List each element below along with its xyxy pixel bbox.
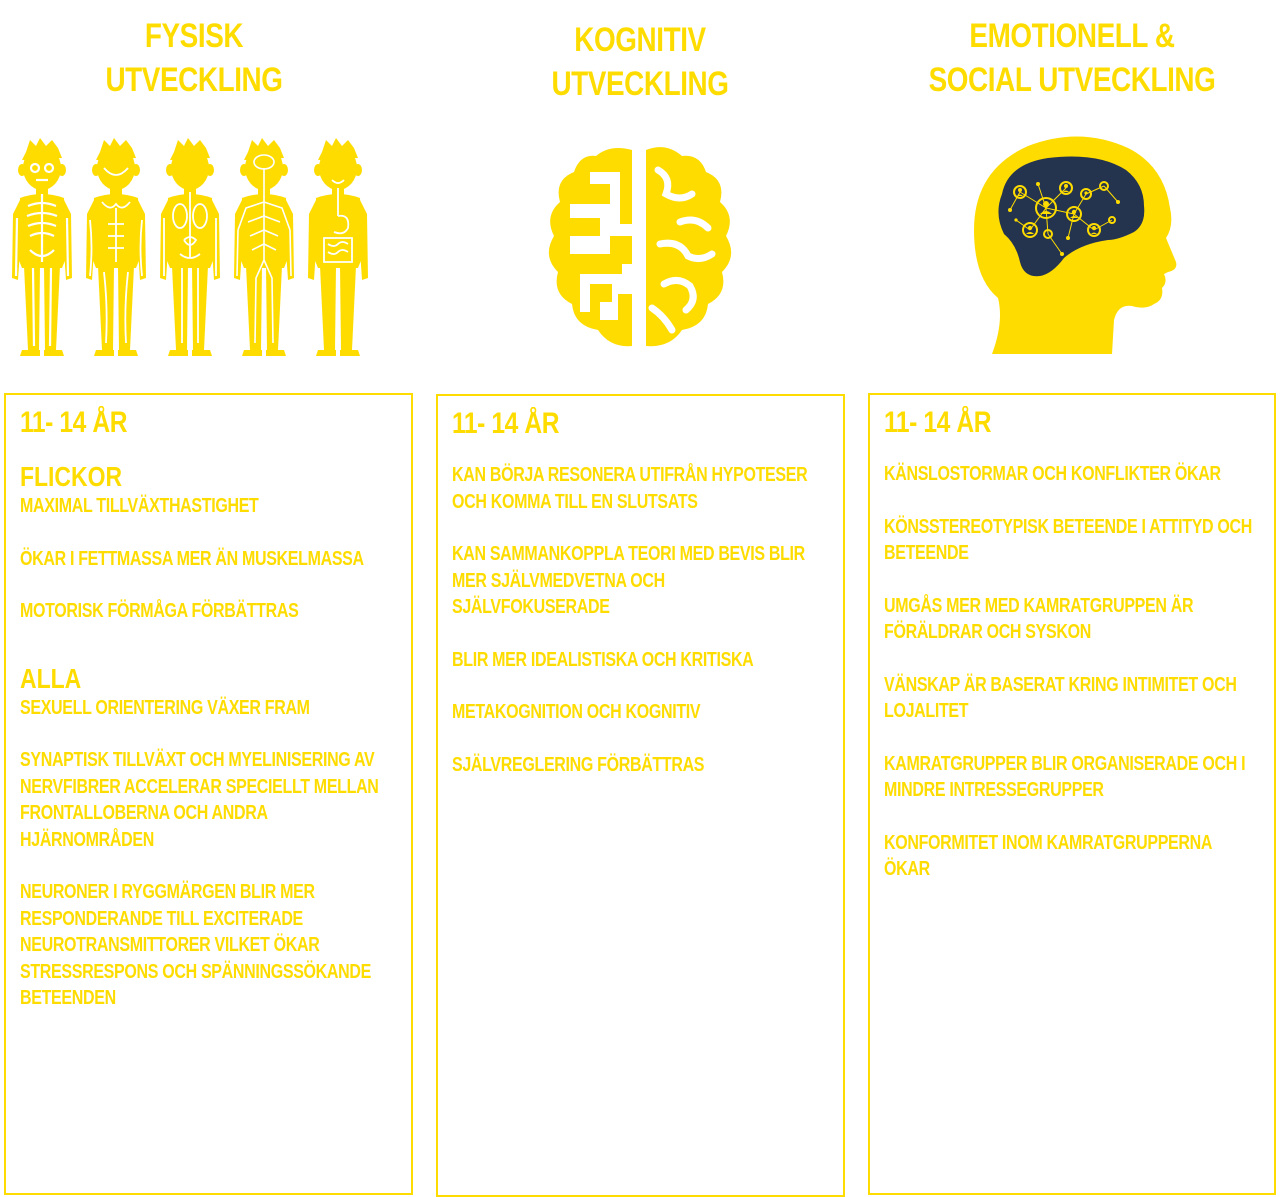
maze-brain-icon (548, 147, 732, 347)
list-item: KAN BÖRJA RESONERA UTIFRÅN HYPOTESER OCH… (452, 464, 808, 513)
title-line: UTVECKLING (105, 61, 283, 99)
panel-emotionell-social-utveckling: 11- 14 ÅR KÄNSLOSTORMAR OCH KONFLIKTER Ö… (868, 393, 1276, 1195)
group-flickor: FLICKOR MAXIMAL TILLVÄXTHASTIGHET ÖKAR I… (20, 461, 397, 625)
list-item: UMGÅS MER MED KAMRATGRUPPEN ÄR FÖRÄLDRAR… (884, 594, 1194, 644)
title-line: UTVECKLING (551, 65, 729, 103)
list-item: KONFORMITET INOM KAMRATGRUPPERNA ÖKAR (884, 831, 1212, 881)
list-item: BLIR MER IDEALISTISKA OCH KRITISKA (452, 648, 754, 671)
list-item: KAMRATGRUPPER BLIR ORGANISERADE OCH I MI… (884, 752, 1246, 802)
list-item: KAN SAMMANKOPPLA TEORI MED BEVIS BLIR ME… (452, 543, 805, 618)
title-line: FYSISK (144, 17, 244, 55)
panel-kognitiv-utveckling: 11- 14 ÅR KAN BÖRJA RESONERA UTIFRÅN HYP… (436, 394, 845, 1197)
list-item: METAKOGNITION OCH KOGNITIV (452, 701, 701, 723)
list-item: SYNAPTISK TILLVÄXT OCH MYELINISERING AV … (20, 749, 379, 851)
list-item: VÄNSKAP ÄR BASERAT KRING INTIMITET OCH L… (884, 673, 1237, 723)
group-title: ALLA (20, 662, 82, 694)
list-item: SJÄLVREGLERING FÖRBÄTTRAS (452, 753, 705, 776)
age-range: 11- 14 ÅR (20, 406, 128, 439)
group-title: FLICKOR (20, 461, 123, 492)
list-item: NEURONER I RYGGMÄRGEN BLIR MER RESPONDER… (20, 881, 371, 1009)
panel-fysisk-utveckling: 11- 14 ÅR FLICKOR MAXIMAL TILLVÄXTHASTIG… (4, 393, 413, 1195)
list-item: MAXIMAL TILLVÄXTHASTIGHET (20, 495, 259, 517)
title-fysisk-utveckling: FYSISK UTVECKLING (71, 14, 317, 102)
social-network-head-icon (974, 136, 1177, 354)
title-line: SOCIAL UTVECKLING (928, 61, 1216, 99)
group-alla: ALLA SEXUELL ORIENTERING VÄXER FRAM SYNA… (20, 663, 397, 1012)
age-range: 11- 14 ÅR (452, 407, 560, 440)
list-item: MOTORISK FÖRMÅGA FÖRBÄTTRAS (20, 600, 299, 622)
age-range: 11- 14 ÅR (884, 406, 992, 439)
title-emotionell-social-utveckling: EMOTIONELL & SOCIAL UTVECKLING (908, 14, 1236, 102)
list-item: KÖNSSTEREOTYPISK BETEENDE I ATTITYD OCH … (884, 515, 1252, 565)
list-item: SEXUELL ORIENTERING VÄXER FRAM (20, 696, 310, 719)
list-item: ÖKAR I FETTMASSA MER ÄN MUSKELMASSA (20, 547, 364, 570)
list-item: KÄNSLOSTORMAR OCH KONFLIKTER ÖKAR (884, 463, 1221, 485)
title-line: EMOTIONELL & (969, 17, 1175, 55)
human-anatomy-figures-icon (12, 138, 368, 356)
title-line: KOGNITIV (574, 21, 706, 59)
title-kognitiv-utveckling: KOGNITIV UTVECKLING (517, 18, 763, 106)
